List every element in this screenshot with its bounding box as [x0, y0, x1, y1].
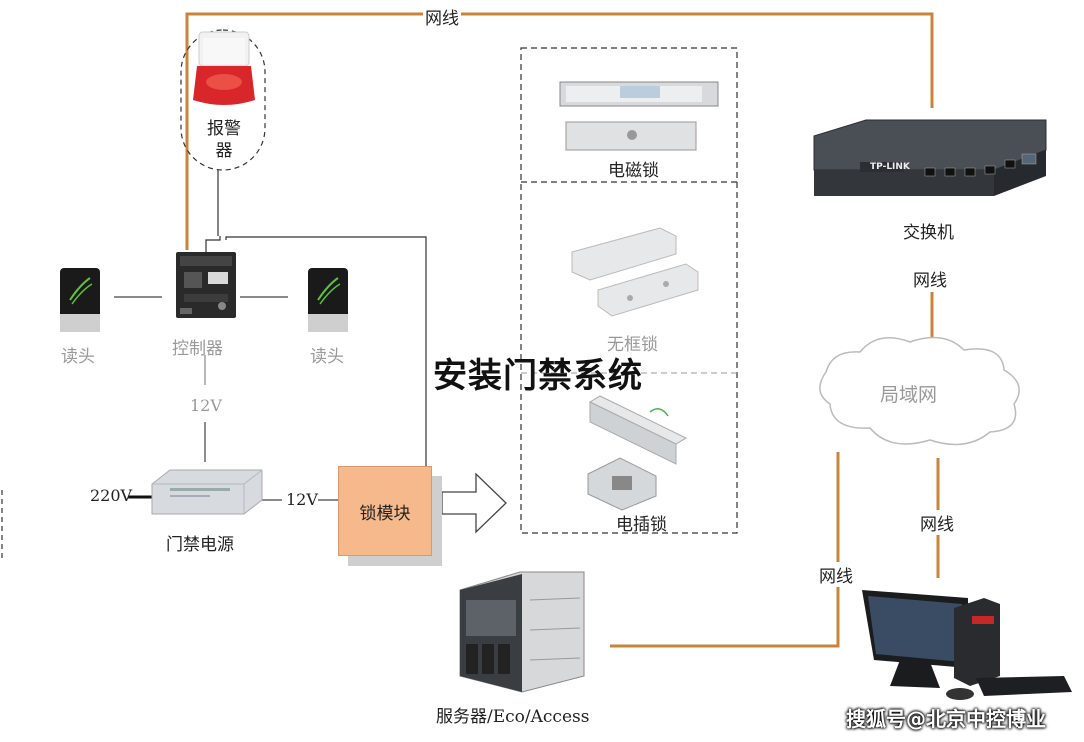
controller-label: 控制器: [172, 339, 223, 359]
network-cable-top: [185, 12, 934, 250]
watermark: 搜狐号@北京中控博业: [846, 707, 1046, 731]
alarm-siren-icon: [193, 31, 255, 105]
electric-bolt-lock-icon: [587, 395, 688, 511]
server-cable-label: 网线: [819, 562, 853, 587]
lan-pc-cable-label: 网线: [920, 510, 954, 535]
network-switch-icon: [813, 119, 1047, 196]
magnetic-lock-label: 电磁锁: [608, 161, 659, 181]
controller-board-icon: [176, 252, 236, 318]
lock-module-box: 锁模块: [338, 466, 432, 556]
card-reader-left-icon: [60, 268, 100, 332]
lock-module-label: 锁模块: [359, 503, 411, 524]
network-cable-server-lan: [610, 452, 840, 648]
power-supply-label: 门禁电源: [166, 535, 234, 555]
220v-label: 220V: [90, 486, 133, 505]
switch-label: 交换机: [903, 223, 954, 243]
card-reader-right-icon: [308, 268, 348, 332]
page-title: 安装门禁系统: [433, 356, 643, 396]
12v-vertical-label: 12V: [190, 396, 222, 415]
arrow-to-locks: [441, 472, 507, 534]
switch-brand-text: TP-LINK: [870, 162, 910, 172]
bolt-lock-label: 电插锁: [616, 515, 667, 535]
frameless-lock-label: 无框锁: [607, 335, 658, 355]
reader-right-label: 读头: [310, 347, 344, 367]
power-supply-icon: [151, 469, 263, 515]
wire-controller-lock-module: [225, 236, 427, 470]
lan-cloud-icon: [819, 336, 1020, 446]
12v-horizontal-label: 12V: [286, 490, 318, 509]
reader-left-label: 读头: [61, 347, 95, 367]
switch-cable-label: 网线: [913, 266, 947, 291]
server-icon: [459, 571, 585, 693]
magnetic-lock-icon: [559, 81, 719, 151]
alarm-label: 报警器: [207, 119, 241, 161]
lan-label: 局域网: [880, 384, 938, 406]
network-cable-top-label: 网线: [423, 4, 461, 29]
alarm-outline: [180, 29, 266, 171]
server-label: 服务器/Eco/Access: [436, 707, 590, 727]
wire-controller-alarm: [205, 236, 221, 252]
desktop-computer-icon: [862, 590, 1072, 700]
frameless-lock-icon: [571, 227, 699, 317]
